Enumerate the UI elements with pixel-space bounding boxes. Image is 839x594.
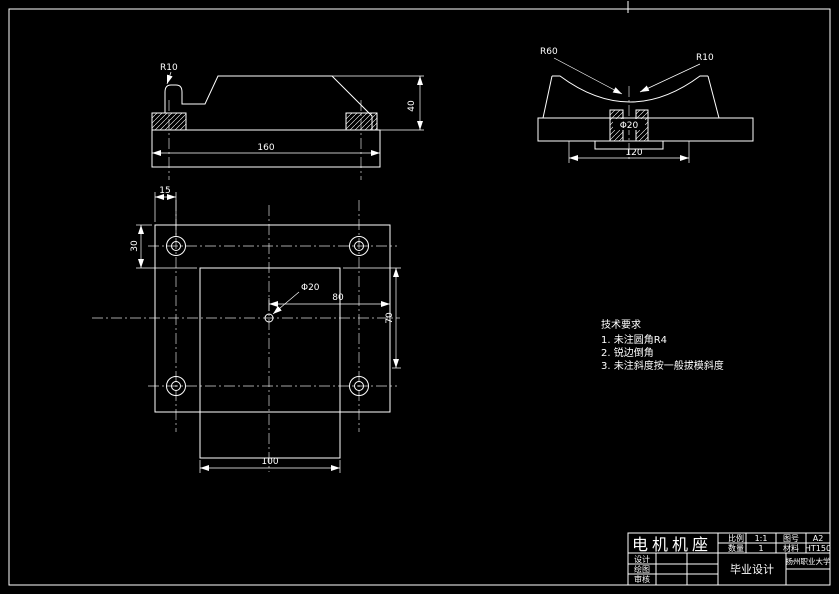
side-hole-label-bg [613,119,645,130]
dim-front-height: 40 [407,100,417,112]
dim-front-width: 160 [257,143,274,153]
dim-plan-top-offset: 30 [130,240,140,252]
dim-plan-right-height: 70 [385,312,395,324]
technical-requirements: 技术要求 1. 未注圆角R4 2. 锐边倒角 3. 未注斜度按一般拔模斜度 [601,318,724,372]
front-fillet-leader [166,71,173,85]
side-edge-leader [639,63,701,93]
scale-label: 比例 [728,533,744,543]
side-left-wall [542,75,553,119]
title-block-outline [627,532,831,586]
organization-name: 扬州职业大学 [786,556,831,566]
plan-bolt-hole-tl [166,236,186,256]
sheet-no-value: A2 [813,534,824,543]
tech-requirements-title: 技术要求 [601,318,641,331]
dim-side-hole: Φ20 [620,121,639,131]
front-right-pad-section [345,112,378,131]
plan-view: Φ20 15 30 80 70 100 [92,186,401,473]
dim-plan-hole: Φ20 [301,283,320,293]
side-saddle-arc [552,75,708,103]
tech-requirement-1: 1. 未注圆角R4 [601,333,667,346]
front-body-outline [164,75,373,130]
side-right-wall [707,75,720,119]
design-row-label: 设计 [634,554,650,564]
dim-plan-edge-offset: 15 [159,186,170,196]
material-label: 材料 [783,543,799,553]
tech-requirement-2: 2. 锐边倒角 [601,346,654,359]
dim-side-edge-radius: R10 [696,53,714,63]
dim-plan-right-width: 80 [332,293,344,303]
part-name: 电机机座 [632,535,712,554]
project-name: 毕业设计 [730,563,774,576]
dim-side-width: 120 [625,148,642,158]
dim-plan-bottom-width: 100 [261,457,278,467]
material-value: HT150 [805,544,831,553]
drawing-border [8,8,831,586]
draw-row-label: 绘图 [634,564,650,574]
plan-hole-leader [272,291,300,315]
plan-outer-outline [154,224,391,413]
dim-front-fillet: R10 [160,63,178,73]
qty-label: 数量 [728,543,744,553]
front-base-outline [151,129,381,168]
scale-value: 1:1 [755,534,768,543]
dim-side-saddle-radius: R60 [540,47,558,57]
sheet-no-label: 图号 [783,534,799,543]
plan-inner-outline [199,267,341,459]
side-saddle-leader [553,57,623,95]
side-view: R60 R10 Φ20 120 [537,47,754,163]
qty-value: 1 [758,544,763,553]
title-block: 电机机座 比例 1:1 图号 A2 数量 1 材料 HT150 设计 绘图 审核… [627,532,831,586]
check-row-label: 审核 [634,574,650,584]
tech-requirement-3: 3. 未注斜度按一般拔模斜度 [601,359,724,372]
plan-bolt-hole-tr [349,236,369,256]
front-view: R10 160 40 [151,63,424,180]
